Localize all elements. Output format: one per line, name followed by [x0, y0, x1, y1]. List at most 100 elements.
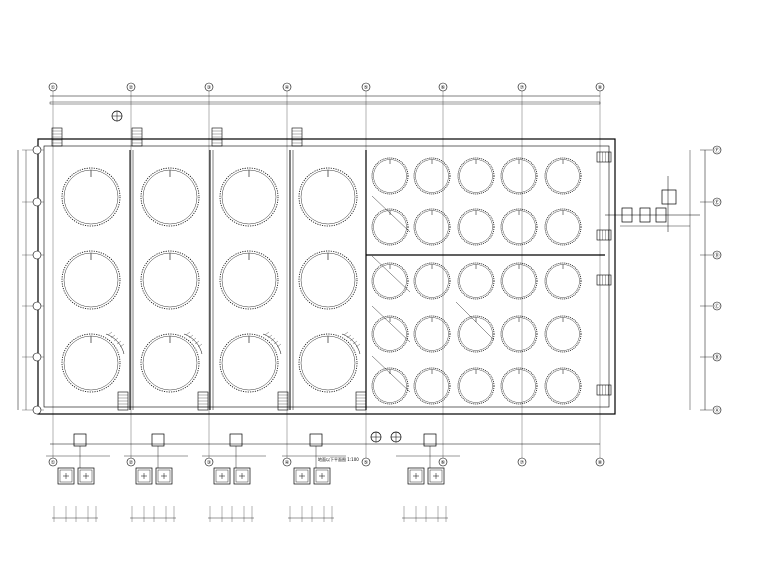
side-stair-2	[596, 229, 612, 241]
large-tank	[61, 167, 121, 227]
ramp-tick	[191, 337, 197, 342]
grid-label-top: ④	[285, 85, 290, 91]
large-tank-inner	[142, 169, 198, 225]
ramp-tick	[197, 343, 203, 348]
small-tank-inner	[459, 210, 493, 244]
detail-box-a	[293, 467, 311, 485]
large-tank-inner	[142, 335, 198, 391]
grid-bubble-left	[32, 301, 42, 311]
ramp-tick	[352, 340, 358, 345]
grid-bubble-left	[32, 145, 42, 155]
diagonal-pipe	[371, 195, 411, 233]
large-tank-inner	[221, 252, 277, 308]
side-stair-4	[596, 384, 612, 396]
grid-label-bottom: ④	[285, 460, 290, 466]
equipment-box-4	[661, 189, 677, 205]
grid-bubble-top	[595, 82, 605, 92]
small-tank-inner	[459, 159, 493, 193]
small-tank	[371, 367, 409, 405]
grid-label-bottom: ③	[207, 460, 211, 466]
small-tank-inner	[502, 317, 536, 351]
detail-box-b-inner	[429, 469, 443, 483]
tank-ramp-arc	[262, 333, 282, 355]
small-tank-inner	[502, 159, 536, 193]
small-tank-inner	[546, 369, 580, 403]
side-stair-3	[596, 274, 612, 286]
ramp-tick	[273, 340, 279, 345]
diagonal-pipe	[371, 305, 411, 343]
grid-bubble-bottom	[48, 457, 58, 467]
grid-label-top: ①	[51, 85, 56, 91]
diagonal-pipe	[371, 355, 411, 393]
ramp-tick	[188, 334, 194, 339]
grid-label-top: ③	[207, 85, 211, 91]
small-tank	[371, 262, 409, 300]
large-tank-inner	[142, 252, 198, 308]
grid-bubble-top	[438, 82, 448, 92]
grid-label-bottom: ②	[129, 460, 134, 466]
small-tank-inner	[459, 317, 493, 351]
small-tank-inner	[373, 210, 407, 244]
ramp-tick	[110, 334, 116, 339]
ramp-tick	[107, 331, 113, 336]
grid-label-top: ⑦	[520, 85, 525, 91]
large-tank-inner	[63, 252, 119, 308]
grid-label-top: ⑤	[364, 85, 368, 91]
ramp-tick	[267, 334, 273, 339]
small-tank-inner	[502, 369, 536, 403]
grid-bubble-bottom	[438, 457, 448, 467]
ramp-tick	[119, 343, 125, 348]
tank-ramp-arc	[341, 333, 361, 355]
detail-box-b-inner	[235, 469, 249, 483]
grid-bubble-top	[126, 82, 136, 92]
small-tank-inner	[373, 264, 407, 298]
detail-box-a-inner	[215, 469, 229, 483]
large-tank	[298, 333, 358, 393]
small-tank	[457, 157, 495, 195]
small-tank-inner	[415, 264, 449, 298]
detail-box-b-inner	[157, 469, 171, 483]
small-tank	[413, 367, 451, 405]
grid-label-right: Ⓓ	[714, 252, 719, 259]
small-tank-inner	[415, 210, 449, 244]
small-tank-inner	[415, 369, 449, 403]
small-tank	[500, 208, 538, 246]
grid-label-top: ②	[129, 85, 134, 91]
grid-label-top: ⑥	[441, 85, 446, 91]
grid-bubble-left	[32, 197, 42, 207]
large-tank-inner	[63, 169, 119, 225]
small-tank	[544, 208, 582, 246]
ramp-tick	[276, 343, 282, 348]
large-tank	[298, 167, 358, 227]
detail-box-a-inner	[59, 469, 73, 483]
grid-bubble-right	[712, 301, 722, 311]
diagonal-pipe	[371, 255, 411, 293]
side-stair-1	[596, 151, 612, 163]
large-tank-inner	[63, 335, 119, 391]
large-tank-inner	[300, 335, 356, 391]
small-tank	[544, 262, 582, 300]
large-tank-inner	[300, 252, 356, 308]
grid-label-right: Ⓔ	[714, 199, 719, 206]
grid-bubble-bottom	[204, 457, 214, 467]
grid-bubble-top	[204, 82, 214, 92]
small-tank-inner	[415, 317, 449, 351]
small-tank	[544, 367, 582, 405]
building-inner-wall	[43, 145, 610, 408]
small-tank	[544, 157, 582, 195]
grid-label-top: ⑧	[598, 85, 603, 91]
small-tank	[413, 208, 451, 246]
grid-label-right: Ⓑ	[714, 354, 719, 361]
detail-box-b-inner	[315, 469, 329, 483]
grid-bubble-right	[712, 250, 722, 260]
detail-box-b	[313, 467, 331, 485]
grid-bubble-bottom	[361, 457, 371, 467]
top-dimension-line	[49, 101, 601, 105]
grid-bubble-left	[32, 250, 42, 260]
ramp-tick	[194, 340, 200, 345]
grid-bubble-right	[712, 405, 722, 415]
large-tank	[61, 250, 121, 310]
ramp-tick	[270, 337, 276, 342]
small-tank-inner	[546, 159, 580, 193]
